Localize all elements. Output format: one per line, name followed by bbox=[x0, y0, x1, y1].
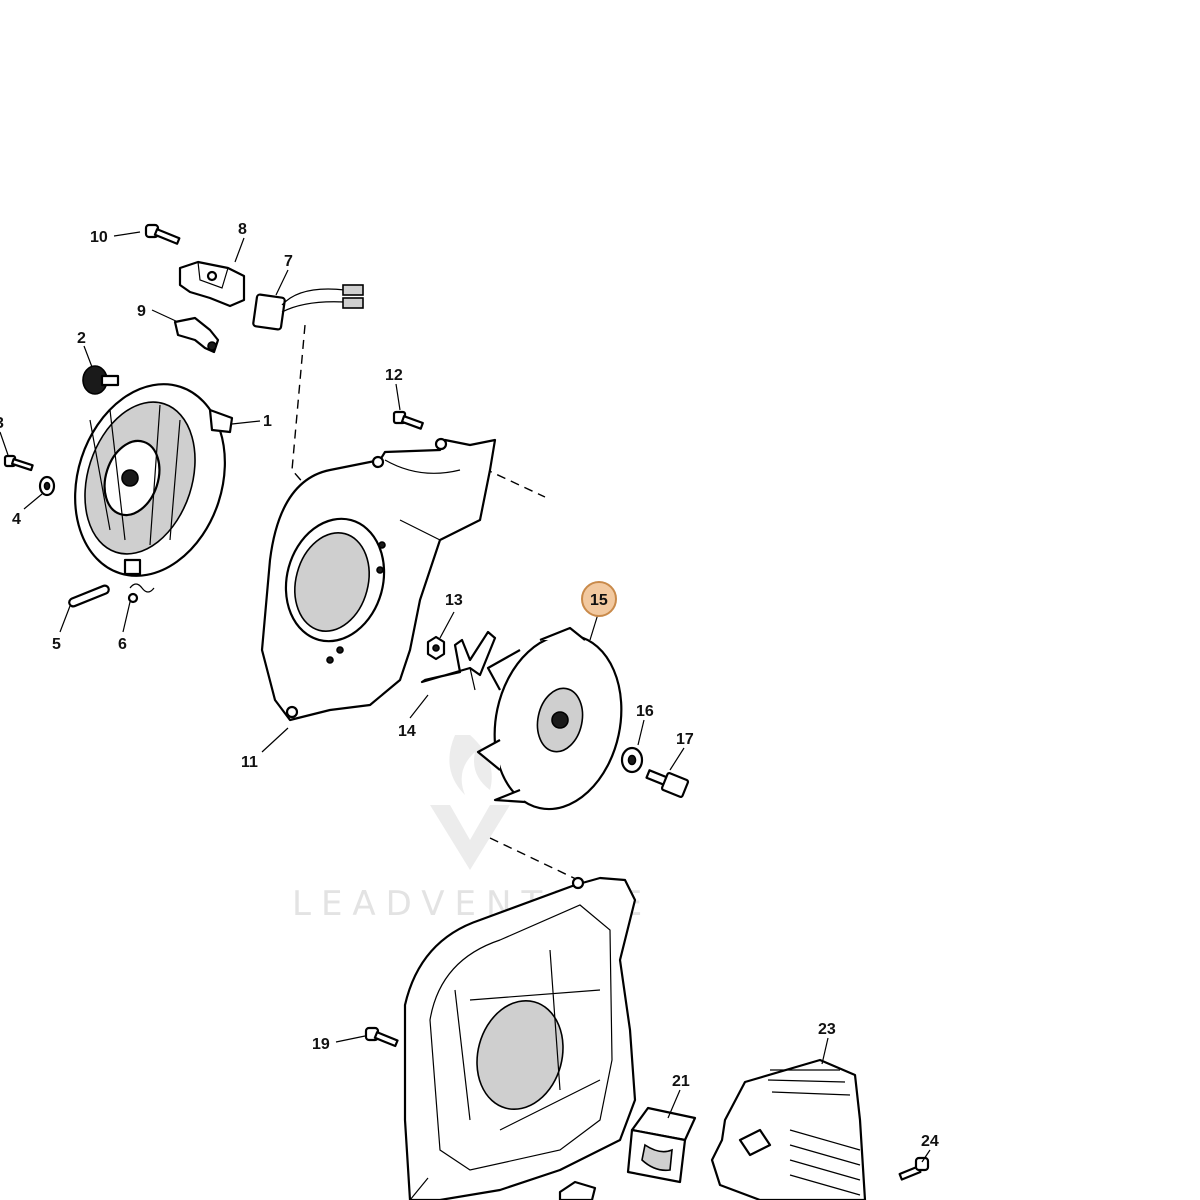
callout-5[interactable]: 5 bbox=[52, 636, 61, 653]
callout-1[interactable]: 1 bbox=[263, 413, 272, 430]
part-24-screw bbox=[898, 1156, 930, 1181]
blower-housing bbox=[403, 876, 637, 1200]
part-13-nut bbox=[426, 635, 446, 661]
callout-17[interactable]: 17 bbox=[676, 731, 694, 748]
part-1-starter-cover bbox=[74, 383, 234, 577]
part-16-washer bbox=[620, 746, 644, 774]
callout-4[interactable]: 4 bbox=[12, 511, 21, 528]
part-8-bracket bbox=[178, 260, 246, 308]
callout-2[interactable]: 2 bbox=[77, 330, 86, 347]
callout-24[interactable]: 24 bbox=[921, 1133, 939, 1150]
part-9-clip bbox=[173, 316, 220, 354]
small-part-bottom bbox=[558, 1180, 597, 1200]
leader-lines bbox=[0, 231, 931, 1200]
assembly-lines bbox=[291, 324, 579, 881]
callout-7[interactable]: 7 bbox=[284, 253, 293, 270]
callout-14[interactable]: 14 bbox=[398, 723, 416, 740]
part-19-screw bbox=[364, 1026, 399, 1048]
callout-3[interactable]: 3 bbox=[0, 415, 4, 432]
callout-19[interactable]: 19 bbox=[312, 1036, 330, 1053]
part-14-plate bbox=[420, 630, 497, 691]
callout-11[interactable]: 11 bbox=[241, 754, 258, 771]
callout-13[interactable]: 13 bbox=[445, 592, 463, 609]
part-5-pin bbox=[68, 584, 110, 608]
part-12-screw bbox=[392, 410, 424, 430]
callout-21[interactable]: 21 bbox=[672, 1073, 690, 1090]
callout-16[interactable]: 16 bbox=[636, 703, 654, 720]
callout-6[interactable]: 6 bbox=[118, 636, 127, 653]
part-2-rotor bbox=[82, 365, 120, 395]
callouts: 10 8 7 9 2 1 3 4 5 6 12 11 13 14 15 16 1… bbox=[0, 221, 939, 1150]
callout-8[interactable]: 8 bbox=[238, 221, 247, 238]
callout-15[interactable]: 15 bbox=[590, 592, 608, 609]
part-21-filter bbox=[626, 1106, 697, 1184]
part-17-screw bbox=[645, 769, 690, 798]
callout-10[interactable]: 10 bbox=[90, 229, 108, 246]
part-11-fan-housing bbox=[260, 437, 497, 722]
part-6-spring bbox=[127, 583, 155, 604]
callout-12[interactable]: 12 bbox=[385, 367, 403, 384]
selected-callout-highlight[interactable] bbox=[581, 581, 617, 617]
part-23-cover bbox=[710, 1058, 867, 1200]
callout-23[interactable]: 23 bbox=[818, 1021, 836, 1038]
part-4-washer bbox=[38, 475, 56, 497]
part-7-switch bbox=[252, 284, 364, 331]
part-10-screw bbox=[144, 223, 181, 245]
part-15-impeller bbox=[476, 626, 623, 811]
callout-9[interactable]: 9 bbox=[137, 303, 146, 320]
part-3-screw bbox=[3, 454, 34, 472]
